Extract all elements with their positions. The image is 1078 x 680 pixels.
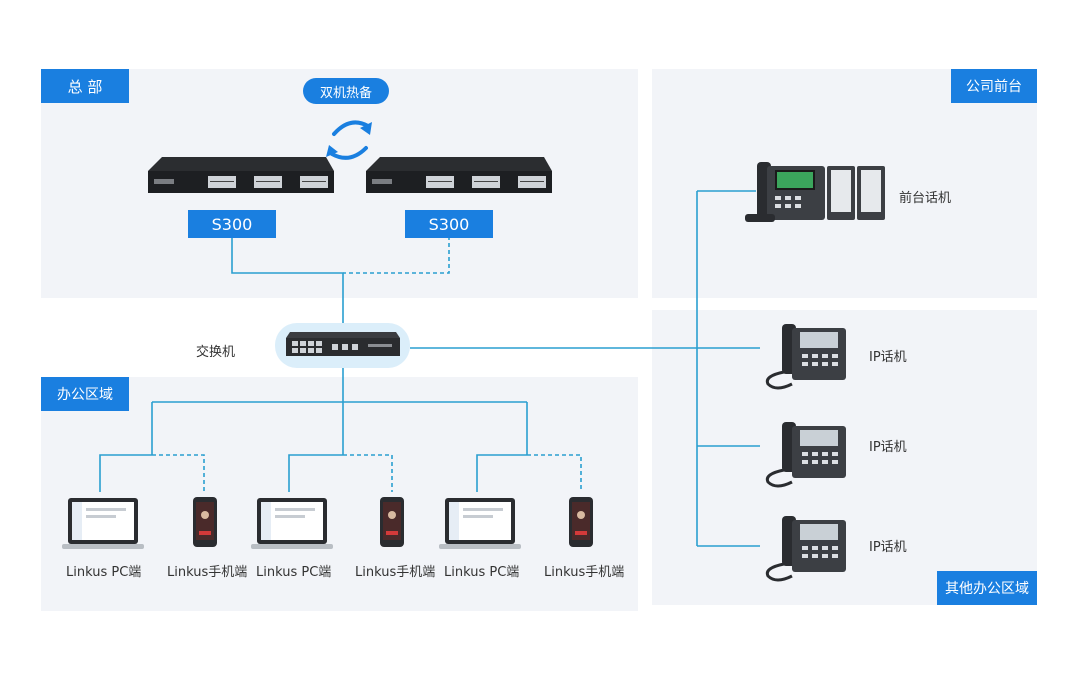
laptop-icon-1	[62, 498, 144, 549]
laptop-icon-2	[251, 498, 333, 549]
ip-phone-icon-2	[765, 422, 846, 488]
s300-device-b	[366, 157, 552, 193]
tag-hq: 总 部	[41, 69, 129, 103]
client-label-2: Linkus手机端	[167, 565, 248, 580]
ip-phone-icon-3	[765, 516, 846, 582]
client-label-4: Linkus手机端	[355, 565, 436, 580]
switch-label: 交换机	[196, 345, 236, 360]
s300-label-b: S300	[405, 210, 493, 238]
s300-device-a	[148, 157, 334, 193]
s300-label-a: S300	[188, 210, 276, 238]
tag-other-office: 其他办公区域	[937, 571, 1037, 605]
mobile-phone-icon-1	[193, 497, 217, 547]
client-label-3: Linkus PC端	[256, 565, 332, 580]
ip-phone-icon-1	[765, 324, 846, 390]
switch-device	[286, 332, 400, 356]
ip-phone-label-2: IP话机	[869, 440, 907, 455]
front-desk-phone-label: 前台话机	[899, 191, 952, 206]
hot-standby-label: 双机热备	[303, 78, 389, 104]
ip-phone-label-1: IP话机	[869, 350, 907, 365]
mobile-phone-icon-2	[380, 497, 404, 547]
office-panel	[41, 377, 638, 611]
client-label-6: Linkus手机端	[544, 565, 625, 580]
laptop-icon-3	[439, 498, 521, 549]
ip-phone-label-3: IP话机	[869, 540, 907, 555]
mobile-phone-icon-3	[569, 497, 593, 547]
client-label-1: Linkus PC端	[66, 565, 142, 580]
client-label-5: Linkus PC端	[444, 565, 520, 580]
tag-office: 办公区域	[41, 377, 129, 411]
front-desk-phone-icon	[745, 162, 885, 222]
tag-front-desk: 公司前台	[951, 69, 1037, 103]
